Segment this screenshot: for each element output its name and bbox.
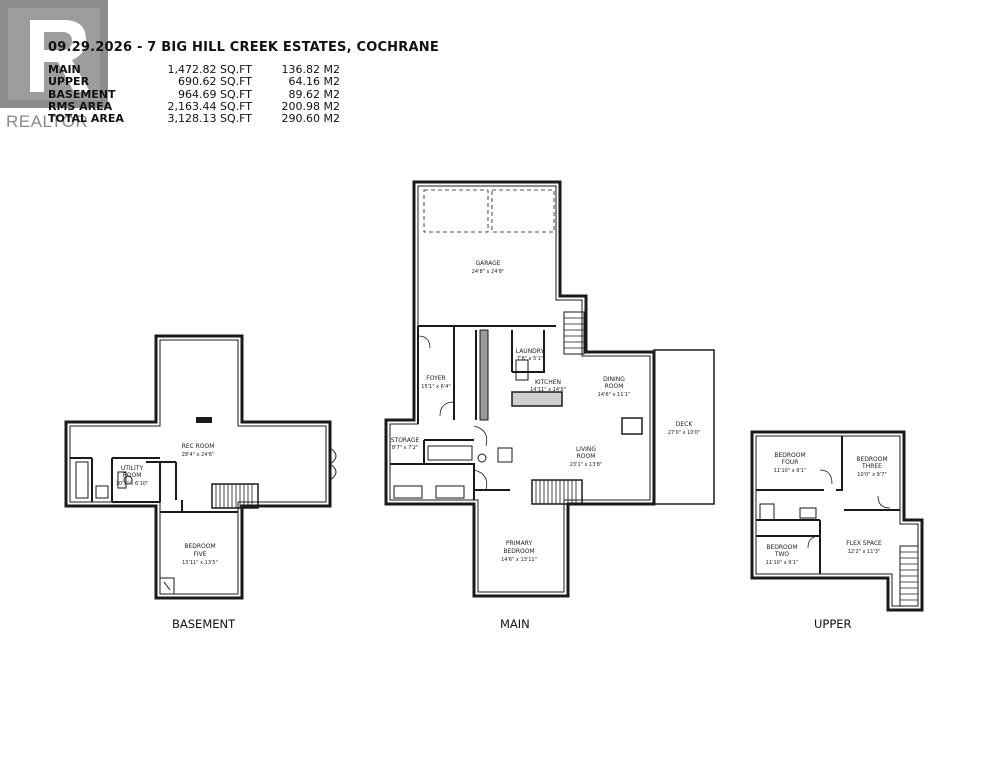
room-name-garage: GARAGE <box>475 260 500 267</box>
room-name-flex-space: FLEX SPACE <box>846 540 882 547</box>
room-dim-living: 23'1" x 13'8" <box>570 462 603 468</box>
room-name-bedroom-five: BEDROOM <box>184 543 215 550</box>
area-sqft: 3,128.13 SQ.FT <box>167 112 252 126</box>
room-dim-deck: 27'0" x 10'0" <box>668 430 701 436</box>
room-name-primary-bedroom-2: BEDROOM <box>503 548 534 555</box>
room-name-bedroom-three-2: THREE <box>861 463 882 470</box>
area-row-total: TOTAL AREA 3,128.13 SQ.FT 290.60 M2 <box>48 112 348 126</box>
room-dim-dining: 14'6" x 11'1" <box>598 392 631 398</box>
area-m2: 136.82 M2 <box>281 63 340 76</box>
area-m2: 89.62 M2 <box>288 87 340 101</box>
area-m2: 290.60 M2 <box>281 112 340 126</box>
room-dim-laundry: 7'8" x 5'1" <box>517 356 543 362</box>
realtor-logo <box>0 0 108 108</box>
area-row-main: MAIN 1,472.82 SQ.FT 136.82 M2 <box>48 63 348 76</box>
area-label: MAIN <box>48 63 81 76</box>
area-m2: 200.98 M2 <box>281 99 340 113</box>
room-dim-bedroom-three: 10'0" x 9'7" <box>857 472 886 478</box>
room-name-bedroom-four: BEDROOM <box>774 452 805 459</box>
area-row-upper: UPPER 690.62 SQ.FT 64.16 M2 <box>48 75 348 89</box>
basement-plan <box>64 334 337 600</box>
room-name-laundry: LAUNDRY <box>516 348 545 355</box>
room-dim-utility: 10'7" x 6'10" <box>116 481 149 487</box>
room-dim-bedroom-five: 13'11" x 13'5" <box>182 560 218 566</box>
area-row-basement: BASEMENT 964.69 SQ.FT 89.62 M2 <box>48 87 348 101</box>
room-name-foyer: FOYER <box>426 375 445 382</box>
upper-plan <box>750 430 924 612</box>
room-dim-kitchen: 14'11" x 14'5" <box>530 387 566 393</box>
floor-label-basement: BASEMENT <box>172 617 236 631</box>
room-dim-rec-room: 28'4" x 24'6" <box>182 452 215 458</box>
realtor-logo-text: REALTOR <box>6 112 89 131</box>
area-label: RMS AREA <box>48 99 113 113</box>
floor-label-main: MAIN <box>500 617 530 631</box>
room-dim-storage: 8'7" x 7'2" <box>392 445 418 451</box>
area-summary-table: MAIN 1,472.82 SQ.FT 136.82 M2 UPPER 690.… <box>48 63 348 126</box>
room-dim-bedroom-two: 11'10" x 9'1" <box>766 560 799 566</box>
area-m2: 64.16 M2 <box>288 75 340 89</box>
room-dim-bedroom-four: 11'10" x 9'1" <box>774 468 807 474</box>
room-name-dining-2: ROOM <box>605 383 624 390</box>
room-name-bedroom-two-2: TWO <box>774 551 790 558</box>
room-name-primary-bedroom: PRIMARY <box>506 540 533 547</box>
room-name-bedroom-two: BEDROOM <box>766 544 797 551</box>
area-sqft: 1,472.82 SQ.FT <box>167 63 252 76</box>
room-name-bedroom-five-2: FIVE <box>193 551 206 558</box>
room-name-utility-2: ROOM <box>123 472 142 479</box>
area-sqft: 964.69 SQ.FT <box>178 87 252 101</box>
page-title: 09.29.2026 - 7 BIG HILL CREEK ESTATES, C… <box>48 40 439 55</box>
room-name-bedroom-four-2: FOUR <box>782 459 799 466</box>
room-name-living-2: ROOM <box>577 453 596 460</box>
area-label: BASEMENT <box>48 87 116 101</box>
main-plan <box>384 180 715 598</box>
area-sqft: 2,163.44 SQ.FT <box>167 99 252 113</box>
room-name-deck: DECK <box>676 421 694 428</box>
floor-label-upper: UPPER <box>814 617 852 631</box>
room-name-bedroom-three: BEDROOM <box>856 456 887 463</box>
room-name-dining: DINING <box>603 376 625 383</box>
area-row-rms: RMS AREA 2,163.44 SQ.FT 200.98 M2 <box>48 99 348 113</box>
room-name-rec-room: REC ROOM <box>182 443 215 450</box>
room-dim-garage: 24'8" x 24'8" <box>472 269 505 275</box>
room-name-kitchen: KITCHEN <box>535 379 561 386</box>
room-dim-foyer: 15'1" x 6'4" <box>421 384 450 390</box>
area-label: UPPER <box>48 75 90 89</box>
room-dim-primary-bedroom: 14'6" x 13'11" <box>501 557 537 563</box>
room-name-living: LIVING <box>576 446 596 453</box>
area-label: TOTAL AREA <box>48 112 124 126</box>
room-name-utility: UTILITY <box>121 465 144 472</box>
room-dim-flex-space: 12'2" x 11'3" <box>848 549 881 555</box>
room-name-storage: STORAGE <box>391 437 420 444</box>
area-sqft: 690.62 SQ.FT <box>178 75 252 89</box>
